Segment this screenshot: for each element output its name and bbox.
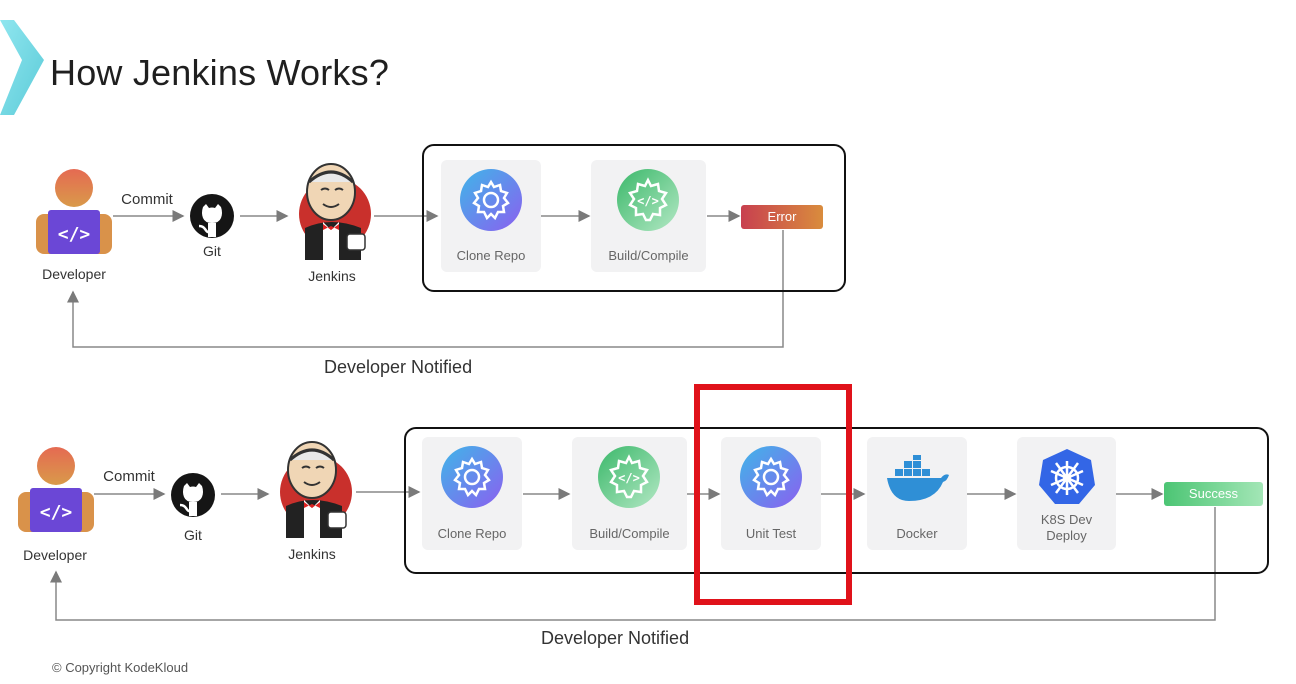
highlight-box-unit-test [694,384,852,605]
stage-label: Clone Repo [456,248,526,263]
stage-card-docker: Docker [867,437,967,550]
error-badge: Error [741,205,823,229]
docker-icon [887,455,949,501]
jenkins-label: Jenkins [308,268,356,284]
stage-label: Unit Test [745,526,797,541]
stage-card-build-compile: </> Build/Compile [591,160,706,272]
developer-label: Developer [23,547,87,563]
gear-icon [460,169,522,231]
developer-notified-label: Developer Notified [324,357,473,377]
commit-label: Commit [121,191,173,208]
stage-card-clone-repo: Clone Repo [422,437,522,550]
developer-label: Developer [42,266,106,282]
stage-label: Docker [896,526,938,541]
developer-icon: </> [36,169,112,254]
stage-card-k8s-deploy: K8S Dev Deploy [1017,437,1116,550]
developer-notified-label: Developer Notified [541,628,690,648]
stage-label-line: Deploy [1046,528,1087,543]
github-icon [190,194,234,238]
pipeline-container-top [422,144,846,292]
stage-label-line: K8S Dev [1040,512,1093,527]
jenkins-icon [280,441,352,538]
svg-text:</>: </> [58,224,91,245]
svg-text:</>: </> [637,194,659,208]
stage-label: Build/Compile [608,248,689,263]
svg-text:</>: </> [40,502,73,523]
stage-card-build-compile: </> Build/Compile [572,437,687,550]
developer-icon: </> [18,447,94,532]
svg-text:</>: </> [618,471,640,485]
jenkins-icon [299,163,371,260]
kodekloud-logo-icon [0,20,44,115]
pipeline-container-bottom [404,427,1269,574]
gear-icon [740,446,802,508]
stage-label: Clone Repo [437,526,507,541]
github-icon [171,473,215,517]
stage-label: Build/Compile [589,526,670,541]
copyright-text: © Copyright KodeKloud [52,660,189,675]
build-gear-icon: </> [598,446,660,508]
git-label: Git [203,243,221,259]
stage-card-unit-test: Unit Test [721,437,821,550]
build-gear-icon: </> [617,169,679,231]
stage-label-k8s: K8S Dev Deploy [1017,512,1116,544]
kubernetes-icon [1039,449,1095,504]
slide-title: How Jenkins Works? [50,52,390,93]
stage-card-clone-repo: Clone Repo [441,160,541,272]
jenkins-label: Jenkins [288,546,336,562]
gear-icon [441,446,503,508]
git-label: Git [184,527,202,543]
success-badge: Success [1164,482,1263,506]
commit-label: Commit [103,468,155,485]
